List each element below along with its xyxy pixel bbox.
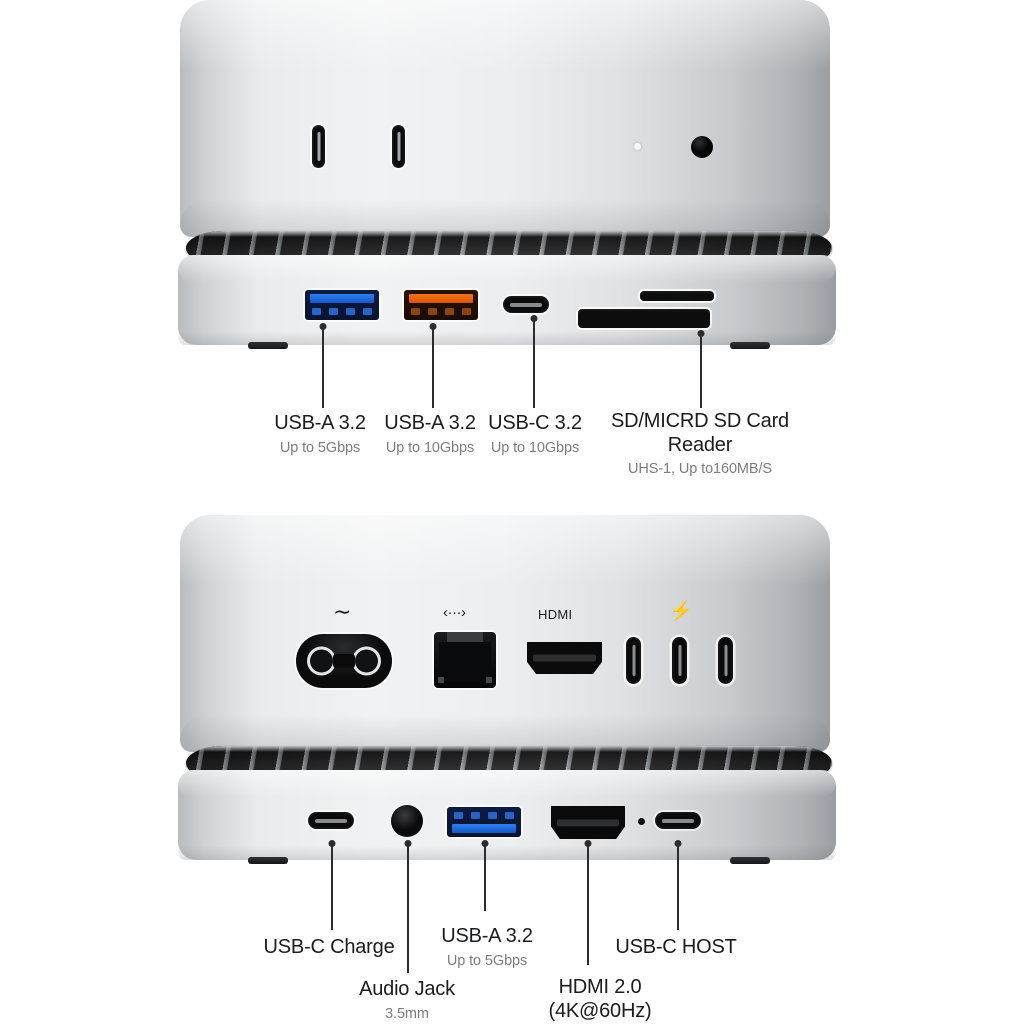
leader-line-card-reader (697, 330, 705, 408)
leader-line-audio-jack (404, 840, 412, 973)
mini-pc-rear-body (180, 515, 830, 752)
leader-line-hdmi (584, 840, 592, 965)
hdmi-mouth (533, 654, 596, 662)
mini-pc-front-body (180, 0, 830, 237)
callout-title: Audio Jack (359, 978, 455, 1000)
dock-audio-jack[interactable] (391, 805, 423, 837)
dock-foot-right (730, 342, 770, 349)
callout-title: USB-C 3.2 (488, 412, 582, 434)
leader-dot (429, 323, 437, 330)
usb-a-tongue (409, 294, 473, 303)
power-bridge (333, 654, 355, 668)
front-usb-c-port-2[interactable] (392, 125, 405, 168)
callout-subtitle: Up to 5Gbps (446, 952, 528, 969)
leader-dot (530, 315, 538, 322)
usb-a-pins (411, 307, 471, 316)
ac-power-socket[interactable] (296, 634, 392, 688)
callout-usb-a-blue: USB-A 3.2 Up to 5Gbps (274, 412, 366, 457)
front-usb-c-port-1[interactable] (312, 125, 325, 168)
callout-title: USB-C HOST (615, 936, 737, 958)
dock-usb-c-charge-port[interactable] (308, 812, 354, 829)
ethernet-icon: ‹···› (443, 604, 466, 621)
dock-usb-c-host-port[interactable] (655, 812, 701, 829)
leader-line-usb-a (481, 840, 489, 911)
callout-usb-c-charge: USB-C Charge (264, 936, 395, 960)
rj45-led-left (438, 677, 444, 683)
thunderbolt-port-3[interactable] (718, 637, 733, 684)
power-led-indicator (634, 143, 641, 150)
callout-subtitle: Up to 10Gbps (385, 439, 475, 456)
callout-usb-a-orange: USB-A 3.2 Up to 10Gbps (384, 412, 476, 457)
dock-usb-a-orange-port[interactable] (404, 290, 478, 320)
power-pin-left (310, 649, 333, 673)
leader-dot (328, 840, 336, 847)
callout-dock-usb-a: USB-A 3.2 Up to 5Gbps (441, 925, 533, 970)
dock-sheen (178, 770, 836, 797)
leader-dot (404, 840, 412, 847)
body-sheen (180, 515, 830, 587)
leader-dot (319, 323, 327, 330)
callout-title: USB-A 3.2 (274, 412, 366, 434)
callout-usb-c: USB-C 3.2 Up to 10Gbps (488, 412, 582, 457)
thunderbolt-icon: ⚡ (669, 601, 693, 622)
hdmi-text-icon: HDMI (538, 607, 573, 622)
dock-foot-left (248, 342, 288, 349)
leader-line-usb-c (530, 315, 538, 408)
usb-a-pins (454, 811, 514, 820)
callout-subtitle: 3.5mm (385, 1005, 429, 1022)
power-ac-icon: ∼ (333, 599, 352, 624)
dock-sheen (178, 255, 836, 282)
callout-title: HDMI 2.0 (4K@60Hz) (548, 976, 652, 1022)
usb-a-tongue (452, 824, 516, 833)
dock-hdmi-port[interactable] (551, 806, 625, 839)
callout-subtitle: Up to 5Gbps (279, 439, 361, 456)
dock-usb-a-blue-port[interactable] (305, 290, 379, 320)
callout-title: SD/MICRD SD Card Reader (611, 410, 789, 456)
microsd-card-slot[interactable] (640, 291, 714, 301)
callout-card-reader: SD/MICRD SD Card Reader UHS-1, Up to160M… (605, 410, 795, 479)
dock-status-led (638, 818, 645, 825)
callout-dock-hdmi: HDMI 2.0 (4K@60Hz) (515, 976, 685, 1023)
usb-a-tongue (310, 294, 374, 303)
callout-subtitle: UHS-1, Up to160MB/S (628, 461, 772, 478)
callout-title: USB-A 3.2 (441, 925, 533, 947)
leader-dot (697, 330, 705, 337)
vent-top-edge (186, 746, 832, 752)
dock-usb-c-port[interactable] (503, 296, 549, 313)
rear-hdmi-port[interactable] (527, 642, 602, 674)
thunderbolt-port-2[interactable] (672, 637, 687, 684)
dock-rear-usb-a-blue-port[interactable] (447, 807, 521, 837)
thunderbolt-port-1[interactable] (626, 637, 641, 684)
ethernet-rj45-port[interactable] (434, 632, 496, 688)
callout-usb-c-host: USB-C HOST (615, 936, 737, 960)
front-headphone-jack[interactable] (691, 136, 713, 158)
rj45-inner (439, 642, 491, 682)
leader-dot (481, 840, 489, 847)
callout-audio-jack: Audio Jack 3.5mm (359, 978, 455, 1023)
rj45-led-right (486, 677, 492, 683)
leader-dot (674, 840, 682, 847)
callout-title: USB-C Charge (263, 936, 395, 958)
leader-line-usb-c-charge (328, 840, 336, 930)
leader-line-usb-a-blue (319, 323, 327, 408)
power-pin-right (355, 649, 378, 673)
leader-line-usb-a-orange (429, 323, 437, 408)
dock-rear-foot-right (730, 857, 770, 864)
body-sheen (180, 0, 830, 72)
leader-line-usb-c-host (674, 840, 682, 930)
leader-dot (584, 840, 592, 847)
sd-card-slot[interactable] (578, 309, 710, 328)
dock-rear-foot-left (248, 857, 288, 864)
hdmi-mouth (556, 818, 620, 827)
callout-subtitle: Up to 10Gbps (490, 439, 580, 456)
vent-top-edge (186, 231, 832, 237)
usb-a-pins (312, 307, 372, 316)
callout-title: USB-A 3.2 (384, 412, 476, 434)
